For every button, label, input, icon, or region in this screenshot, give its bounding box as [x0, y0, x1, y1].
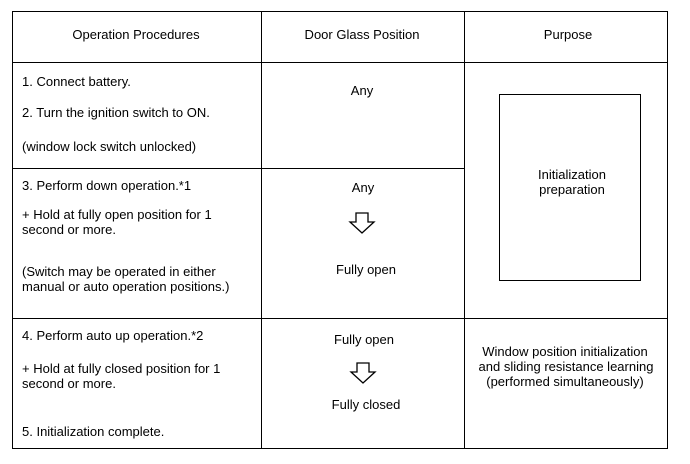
down-arrow-icon — [349, 362, 377, 384]
purpose-init-line-2: and sliding resistance learning — [478, 359, 654, 374]
down-arrow-icon — [348, 212, 376, 234]
header-purpose: Purpose — [543, 27, 593, 42]
column-divider-2 — [464, 11, 465, 449]
row2-divider — [12, 318, 668, 319]
lock-note-text: (window lock switch unlocked) — [22, 139, 197, 154]
procedure-table — [12, 11, 668, 449]
header-operation-procedures: Operation Procedures — [72, 27, 200, 42]
row1-divider — [12, 168, 464, 169]
row2-position-to: Fully open — [336, 262, 396, 277]
row3-position-from: Fully open — [334, 332, 394, 347]
purpose-prep-line-1: Initialization — [538, 167, 606, 182]
purpose-init-line-3: (performed simultaneously) — [486, 374, 644, 389]
switch-note-line-2: manual or auto operation positions.) — [22, 279, 230, 294]
step-2-text: 2. Turn the ignition switch to ON. — [22, 105, 210, 120]
step-1-text: 1. Connect battery. — [22, 74, 131, 89]
switch-note-line-1: (Switch may be operated in either — [22, 264, 216, 279]
hold-closed-line-2: second or more. — [22, 376, 116, 391]
initialization-preparation-box — [499, 94, 641, 281]
hold-open-line-2: second or more. — [22, 222, 116, 237]
hold-open-line-1: + Hold at fully open position for 1 — [22, 207, 212, 222]
row3-position-to: Fully closed — [331, 397, 401, 412]
header-divider — [12, 62, 668, 63]
hold-closed-line-1: + Hold at fully closed position for 1 — [22, 361, 221, 376]
row1-position: Any — [350, 83, 374, 98]
purpose-prep-line-2: preparation — [539, 182, 605, 197]
step-3-text: 3. Perform down operation.*1 — [22, 178, 192, 193]
header-door-glass-position: Door Glass Position — [304, 27, 420, 42]
step-5-text: 5. Initialization complete. — [22, 424, 165, 439]
column-divider-1 — [261, 11, 262, 449]
row2-position-from: Any — [351, 180, 375, 195]
step-4-text: 4. Perform auto up operation.*2 — [22, 328, 204, 343]
purpose-init-line-1: Window position initialization — [482, 344, 648, 359]
